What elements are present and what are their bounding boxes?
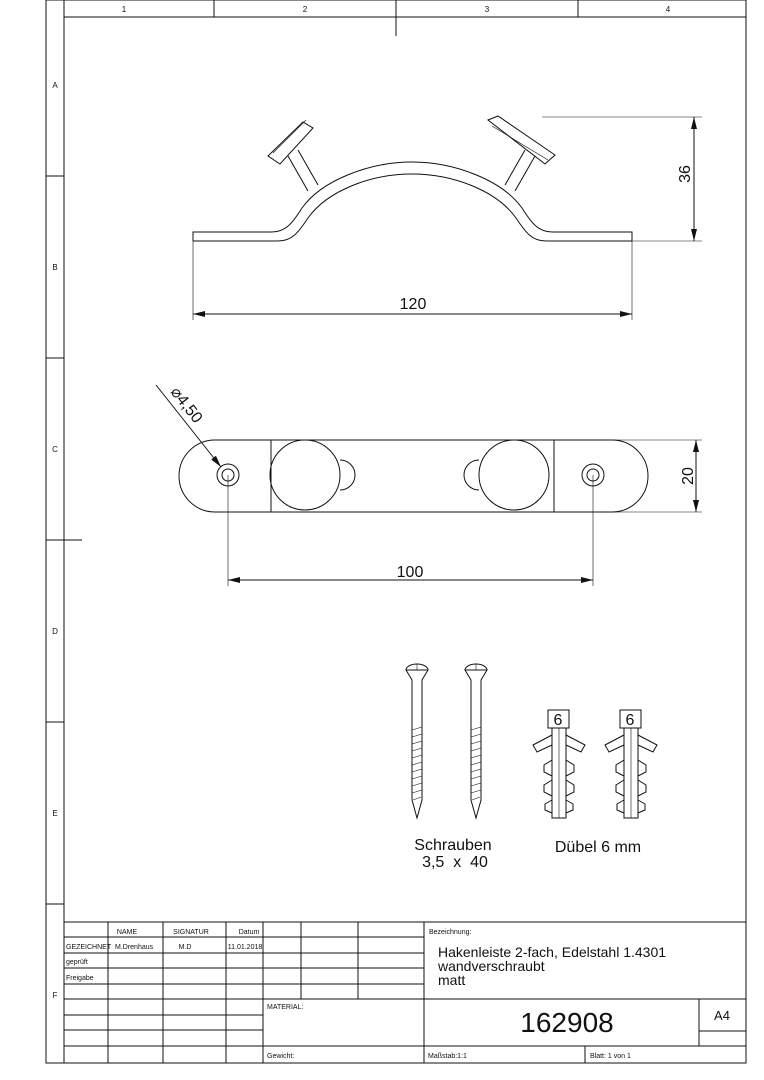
sheet-format: A4 — [714, 1008, 730, 1023]
row-gezeichnet: GEZEICHNET — [66, 944, 112, 951]
column-label-4: 4 — [666, 5, 671, 14]
dowel-1-size: 6 — [554, 712, 563, 729]
title-line-2: wandverschraubt — [437, 958, 545, 974]
dimension-length — [192, 241, 633, 320]
header-datum: Datum — [239, 929, 260, 936]
material-label: MATERIAL: — [267, 1004, 303, 1011]
title-line-1: Hakenleiste 2-fach, Edelstahl 1.4301 — [438, 944, 666, 960]
row-label-e: E — [52, 809, 57, 818]
screws-size-label: 3,5 x 40 — [422, 854, 488, 871]
dimension-diameter — [155, 384, 222, 468]
header-signatur: SIGNATUR — [173, 929, 209, 936]
dimension-spacing — [227, 475, 594, 586]
dimension-width — [612, 439, 702, 513]
screws-label: Schrauben — [414, 837, 491, 854]
drawn-name: M.Drenhaus — [115, 944, 154, 951]
dimension-spacing-value: 100 — [397, 564, 424, 581]
gewicht-label: Gewicht: — [267, 1053, 294, 1060]
screw-1 — [405, 663, 429, 820]
dimension-length-value: 120 — [400, 296, 427, 313]
row-label-a: A — [52, 81, 58, 90]
bezeichnung-label: Bezeichnung: — [429, 929, 471, 936]
dimension-height — [542, 116, 702, 242]
row-freigabe: Freigabe — [66, 975, 94, 982]
blatt-label: Blatt: 1 von 1 — [590, 1053, 631, 1060]
side-view — [192, 115, 633, 242]
header-name: NAME — [117, 929, 138, 936]
column-label-2: 2 — [303, 5, 308, 14]
screw-2 — [464, 663, 488, 820]
dimension-height-value: 36 — [677, 165, 694, 183]
column-label-1: 1 — [122, 5, 127, 14]
row-label-c: C — [52, 445, 58, 454]
row-label-f: F — [53, 991, 58, 1000]
dowel-1 — [532, 709, 586, 819]
title-line-3: matt — [438, 972, 465, 988]
column-label-3: 3 — [485, 5, 490, 14]
dimension-width-value: 20 — [680, 467, 697, 485]
drawn-signatur: M.D — [179, 944, 192, 951]
dowel-2 — [604, 709, 658, 819]
row-label-b: B — [52, 263, 57, 272]
title-block — [64, 921, 746, 1063]
row-geprueft: geprüft — [66, 959, 88, 966]
dowel-2-size: 6 — [626, 712, 635, 729]
dowels-label: Dübel 6 mm — [555, 839, 641, 856]
drawing-frame — [45, 0, 747, 1064]
top-view — [178, 439, 649, 513]
drawn-datum: 11.01.2018 — [228, 944, 263, 951]
drawing-number: 162908 — [520, 1007, 613, 1038]
massstab-label: Maßstab:1:1 — [428, 1053, 467, 1060]
row-label-d: D — [52, 627, 58, 636]
